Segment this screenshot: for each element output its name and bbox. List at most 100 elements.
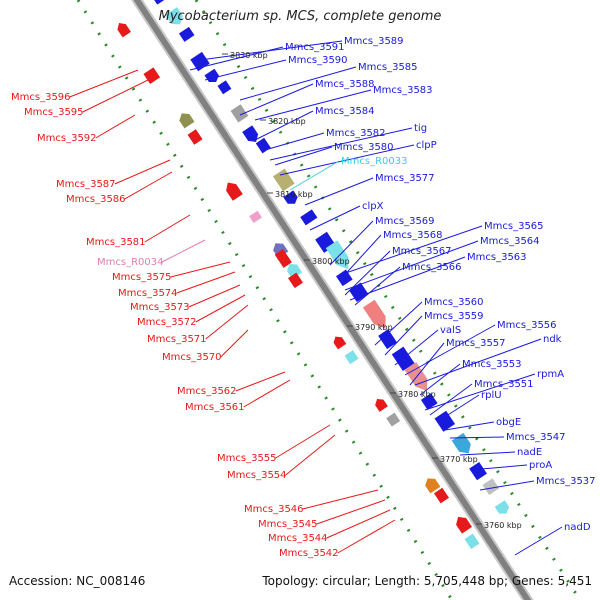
- right-label-leader: [444, 421, 495, 431]
- right-label-leader: [384, 315, 423, 356]
- right-label-leader: [239, 83, 314, 116]
- right-gene-block: [482, 478, 500, 496]
- right-gene-block-rect: [420, 393, 438, 410]
- left-gene-block-rect: [344, 350, 359, 365]
- left-label-leader: [316, 499, 386, 525]
- left-gene-label: Mmcs_3545: [258, 519, 318, 530]
- left-gene-label: Mmcs_3570: [162, 352, 222, 363]
- left-gene-arrow: [226, 182, 243, 201]
- right-gene-label: Mmcs_3585: [358, 62, 418, 73]
- right-gene-arrow: [204, 68, 219, 83]
- right-gene-block-rect: [147, 0, 168, 5]
- right-gene-arrow-shape: [204, 68, 219, 83]
- right-label-leader: [409, 342, 445, 386]
- left-label-leader: [144, 214, 191, 243]
- left-label-leader: [82, 79, 149, 113]
- right-gene-label: nadE: [517, 447, 542, 458]
- right-label-leader: [344, 240, 479, 291]
- right-gene-arrow-shape: [325, 240, 349, 270]
- right-gene-block: [300, 209, 318, 226]
- left-gene-arrow-shape: [286, 263, 303, 279]
- right-gene-block-rect: [255, 137, 271, 154]
- right-gene-block-rect: [378, 329, 398, 350]
- right-gene-arrow-shape: [283, 190, 298, 204]
- left-label-leader: [302, 489, 379, 510]
- left-gene-block: [249, 210, 262, 223]
- right-label-leader: [254, 110, 314, 141]
- outer-dotted-track-left: [76, 0, 454, 600]
- right-gene-label: Mmcs_3584: [315, 106, 375, 117]
- right-gene-label: Mmcs_3590: [288, 55, 348, 66]
- right-gene-arrow: [404, 362, 428, 391]
- right-gene-arrow: [242, 125, 259, 142]
- right-gene-block: [178, 26, 195, 42]
- right-label-leader: [404, 324, 496, 376]
- scale-tick-label: 3760 kbp: [484, 521, 522, 530]
- left-gene-label: Mmcs_3586: [66, 194, 126, 205]
- left-gene-label: Mmcs_3573: [130, 302, 190, 313]
- right-gene-arrow-shape: [165, 7, 183, 25]
- left-gene-label: Mmcs_3587: [56, 179, 116, 190]
- scale-tick-label: 3800 kbp: [312, 257, 350, 266]
- right-label-leader: [394, 329, 439, 366]
- left-label-leader: [220, 329, 249, 358]
- left-gene-arrow: [286, 263, 303, 279]
- left-gene-label: Mmcs_3595: [24, 107, 84, 118]
- right-gene-label: Mmcs_3553: [462, 359, 522, 370]
- right-gene-label: Mmcs_3537: [536, 476, 596, 487]
- left-gene-block-rect: [288, 272, 303, 289]
- right-gene-block-rect: [230, 104, 249, 123]
- left-gene-arrow: [179, 113, 195, 129]
- right-label-leader: [424, 373, 536, 411]
- right-gene-label: Mmcs_3551: [474, 379, 534, 390]
- right-gene-label: Mmcs_3580: [334, 142, 394, 153]
- right-gene-arrow: [451, 432, 471, 454]
- right-label-leader: [269, 127, 413, 161]
- right-gene-block-rect: [300, 209, 318, 226]
- right-gene-label: Mmcs_R0033: [341, 156, 407, 167]
- right-gene-block: [434, 410, 456, 432]
- right-gene-label: valS: [440, 325, 461, 336]
- right-gene-label: Mmcs_3569: [375, 216, 435, 227]
- right-label-leader: [419, 363, 461, 396]
- left-label-leader: [195, 294, 246, 323]
- left-gene-block: [288, 272, 303, 289]
- right-gene-label: Mmcs_3583: [373, 85, 433, 96]
- right-gene-block-rect: [273, 168, 295, 192]
- right-label-leader: [344, 250, 391, 296]
- left-gene-arrow-shape: [226, 182, 243, 201]
- scale-tick-label: 3780 kbp: [398, 390, 436, 399]
- right-gene-block: [469, 461, 487, 481]
- right-gene-block: [147, 0, 168, 5]
- left-gene-arrow: [456, 516, 472, 534]
- right-gene-block-rect: [217, 80, 232, 95]
- left-gene-label: Mmcs_3596: [11, 92, 71, 103]
- right-gene-block: [336, 269, 353, 287]
- left-gene-label: Mmcs_3546: [244, 504, 304, 515]
- left-gene-label: Mmcs_3572: [137, 317, 197, 328]
- scale-tick-label: 3820 kbp: [268, 117, 306, 126]
- right-gene-label: Mmcs_3582: [326, 128, 386, 139]
- right-gene-block: [255, 137, 271, 154]
- left-gene-label: Mmcs_3562: [177, 386, 237, 397]
- right-label-leader: [429, 383, 473, 416]
- right-label-leader: [279, 144, 415, 176]
- right-gene-label: ndk: [543, 334, 562, 345]
- left-gene-arrow-shape: [117, 22, 131, 38]
- right-gene-label: Mmcs_3559: [424, 311, 484, 322]
- left-gene-block-rect: [274, 249, 292, 268]
- left-gene-block: [386, 412, 401, 427]
- scale-tick-label: 3770 kbp: [440, 455, 478, 464]
- left-label-leader: [95, 114, 136, 139]
- left-gene-arrow: [333, 336, 347, 350]
- left-label-leader: [205, 304, 249, 340]
- left-gene-label: Mmcs_3555: [217, 453, 277, 464]
- right-label-leader: [239, 66, 357, 101]
- right-label-leader: [354, 266, 401, 306]
- right-gene-label: Mmcs_3566: [402, 262, 462, 273]
- right-label-leader: [274, 146, 333, 166]
- left-gene-block: [274, 249, 292, 268]
- left-label-leader: [275, 424, 331, 459]
